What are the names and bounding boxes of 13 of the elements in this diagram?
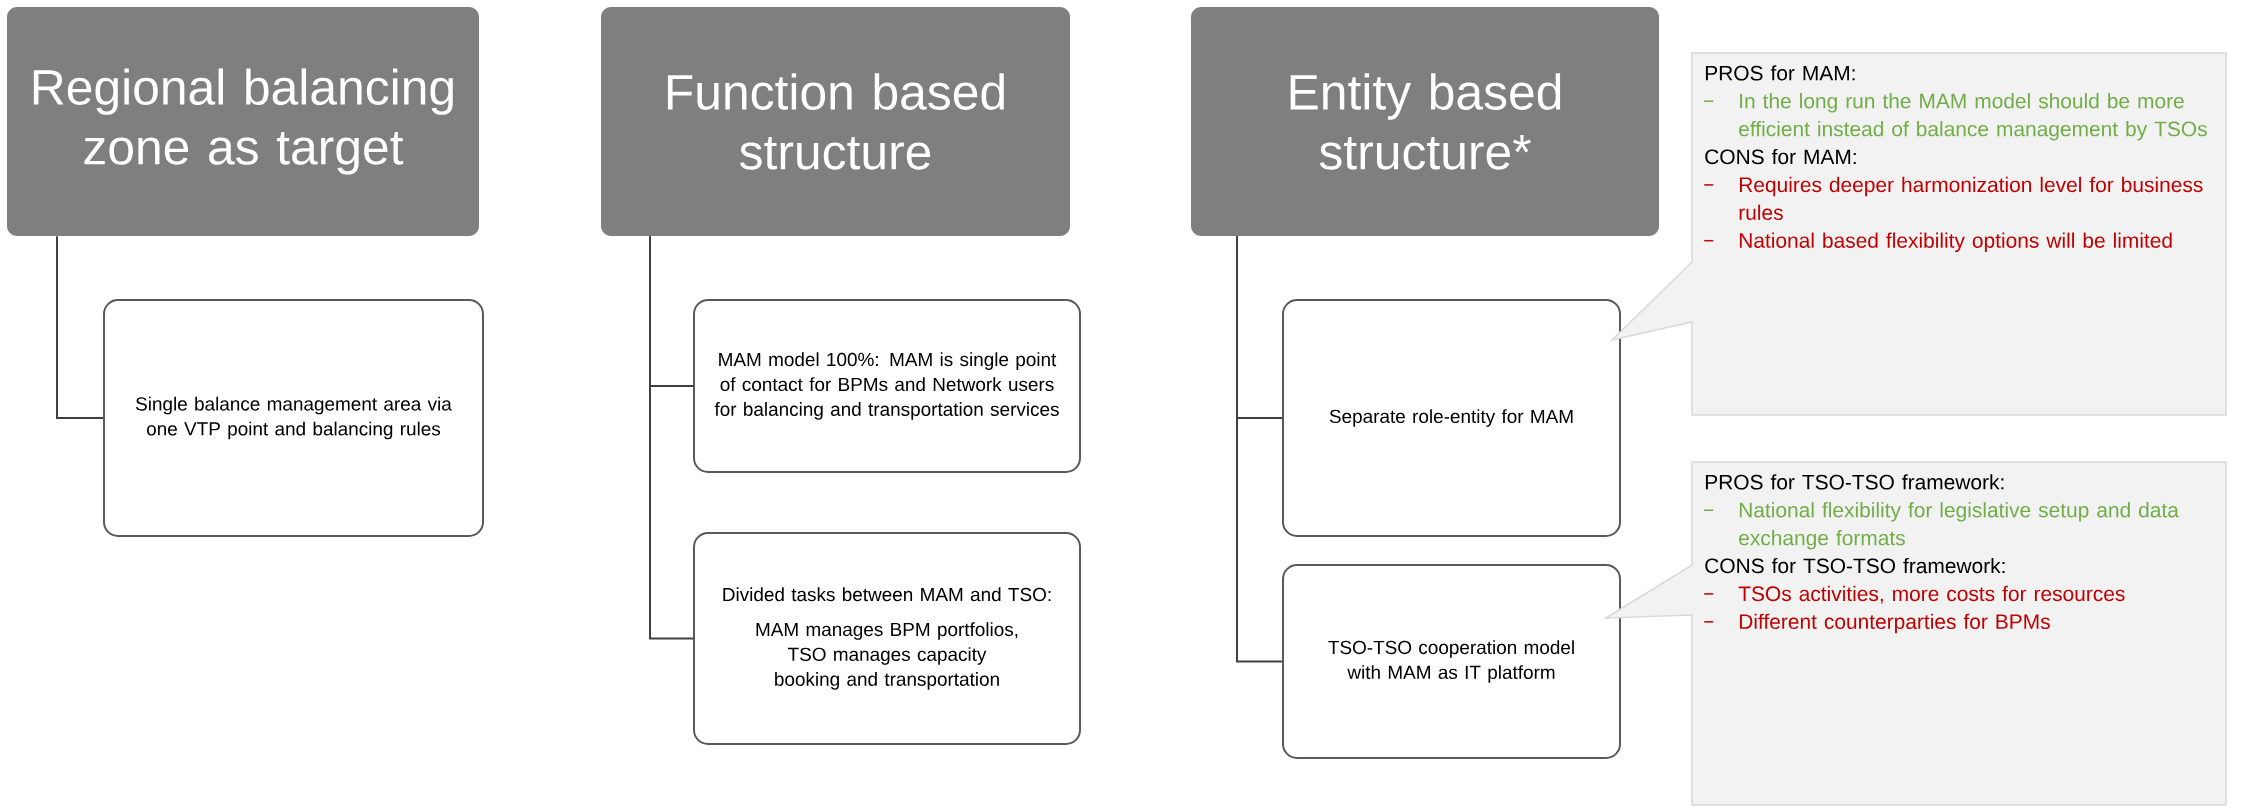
- process-box: TSO-TSO cooperation model with MAM as IT platform: [1282, 564, 1622, 759]
- heading-box: Entity based structure*: [1191, 7, 1660, 236]
- heading-box: Regional balancing zone as target: [7, 7, 479, 236]
- callout-box: PROS for TSO-TSO framework: National flexibility for legislative setup and data exchange formats CONS for TSO-TSO framework: TSOs activities, more costs for resources Different counterparties for BPMs: [1603, 461, 2227, 806]
- process-box: MAM model 100%: MAM is single point of contact for BPMs and Network users for balancing and transportation services: [693, 299, 1081, 473]
- callout-box: PROS for MAM: In the long run the MAM model should be more efficient instead of balance management by TSOs CONS for MAM: Requires deeper harmonization level for business rules National based flexibility options will be limited: [1609, 52, 2227, 416]
- process-box: Divided tasks between MAM and TSO: MAM manages BPM portfolios, TSO manages capacity booking and transportation: [693, 532, 1081, 745]
- heading-box: Function based structure: [601, 7, 1070, 236]
- connector-line: [1236, 235, 1283, 663]
- process-box: Separate role-entity for MAM: [1282, 299, 1622, 537]
- connector-line: [649, 235, 694, 640]
- connector-line: [56, 235, 104, 419]
- process-box: Single balance management area via one VTP point and balancing rules: [103, 299, 484, 537]
